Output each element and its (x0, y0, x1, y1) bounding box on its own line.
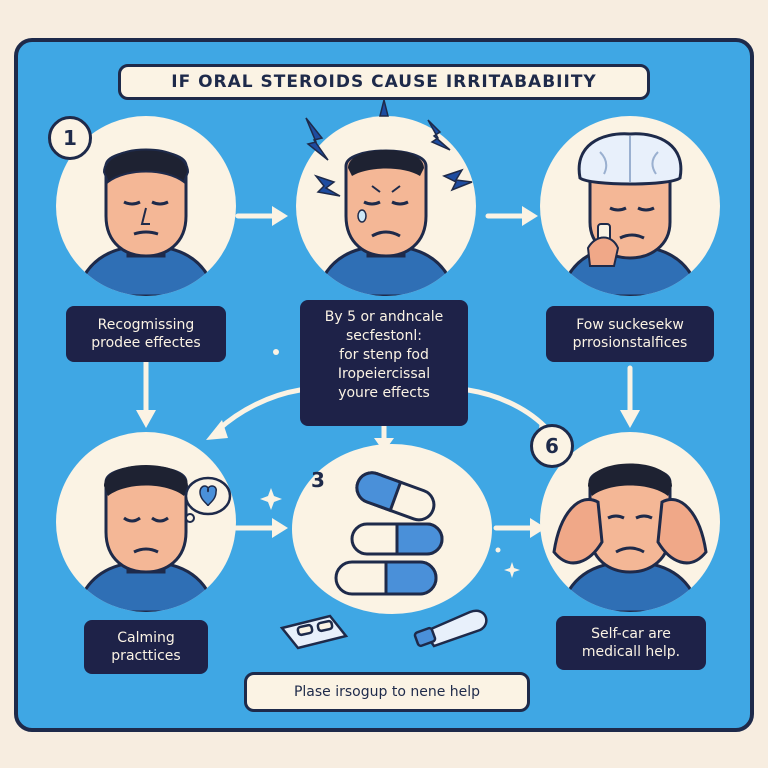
person-neutral-illustration (74, 148, 218, 296)
step-6-label: Self-car are medicall help. (556, 616, 706, 670)
step-1-label-line-1: Recogmissing (97, 317, 195, 333)
step-6-label-line-1: Self-car are (591, 626, 671, 642)
step-4-circle (56, 432, 236, 612)
sparkle-3 (273, 349, 279, 355)
step-4-label-line-1: Calming (117, 630, 175, 646)
center-label-line-1: By 5 or andncale (324, 309, 444, 325)
step-6-circle (540, 432, 720, 612)
arrow-center-to-4 (215, 387, 303, 433)
pills-illustration (334, 471, 444, 596)
step-1-label-line-2: prodee effectes (91, 335, 201, 351)
center-label-line-3: for stenp fod (339, 347, 429, 363)
title-text: IF ORAL STEROIDS CAUSE IRRITABABIITY (171, 72, 597, 92)
step-2-circle (296, 116, 476, 296)
step-6-label-line-2: medicall help. (581, 644, 681, 660)
step-5-circle (292, 444, 492, 614)
title-banner: IF ORAL STEROIDS CAUSE IRRITABABIITY (118, 64, 650, 100)
person-stressed-illustration (314, 149, 458, 296)
center-label-line-4: Iropeiercissal (337, 366, 431, 382)
step-4-label: Calming practtices (84, 620, 208, 674)
step-5-badge: 3 (311, 468, 325, 492)
step-4-label-line-2: practtices (111, 648, 181, 664)
center-label-line-2: secfestonl: (346, 328, 422, 344)
center-label-line-5: youre effects (338, 385, 430, 401)
person-brain-illustration (558, 132, 702, 296)
step-3-circle (540, 116, 720, 296)
person-calm-illustration (74, 465, 218, 612)
step-1-label: Recogmissing prodee effectes (66, 306, 226, 362)
sparkle-2 (504, 562, 520, 578)
person-headache-illustration (552, 463, 708, 612)
sparkle-4 (495, 547, 501, 553)
bottom-banner: Plase irsogup to nene help (244, 672, 530, 712)
bottom-banner-text: Plase irsogup to nene help (293, 684, 481, 700)
step-1-badge: 1 (48, 116, 92, 160)
step-3-label-line-1: Fow suckesekw (576, 317, 684, 333)
step-3-label-line-2: prrosionstalfices (572, 335, 688, 351)
step-3-label: Fow suckesekw prrosionstalfices (546, 306, 714, 362)
step-6-badge: 6 (530, 424, 574, 468)
sparkle-1 (260, 488, 282, 510)
center-label: By 5 or andncale secfestonl: for stenp f… (300, 300, 468, 426)
